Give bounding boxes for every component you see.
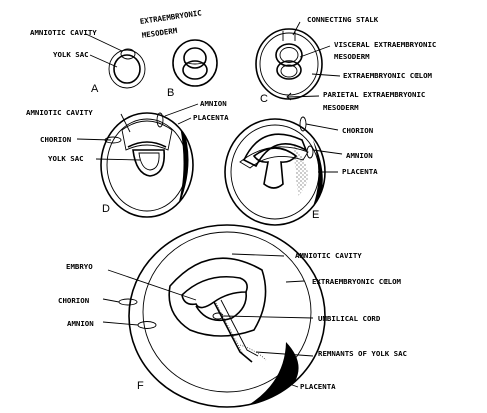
label-f-embryo: EMBRYO bbox=[66, 262, 93, 271]
label-c-parietal-mesoderm: MESODERM bbox=[323, 103, 359, 112]
label-d-amniotic-cavity: AMNIOTIC CAVITY bbox=[26, 108, 93, 117]
panel-c: CONNECTING STALK VISCERAL EXTRAEMBRYONIC… bbox=[255, 15, 436, 112]
label-b-extraembryonic: EXTRAEMBRYONIC bbox=[139, 8, 202, 26]
label-f-placenta: PLACENTA bbox=[300, 382, 336, 391]
label-f-remnants: REMNANTS OF YOLK SAC bbox=[318, 349, 407, 358]
label-c-visceral-mesoderm: MESODERM bbox=[334, 52, 370, 61]
label-f-amniotic-cavity: AMNIOTIC CAVITY bbox=[295, 251, 362, 260]
label-c-connecting-stalk: CONNECTING STALK bbox=[307, 15, 379, 24]
label-a-yolk-sac: YOLK SAC bbox=[53, 50, 89, 59]
label-f-amnion: AMNION bbox=[67, 319, 94, 328]
panel-label-d: D bbox=[102, 203, 110, 215]
label-d-yolk-sac: YOLK SAC bbox=[48, 154, 84, 163]
label-e-placenta: PLACENTA bbox=[342, 167, 378, 176]
panel-label-b: B bbox=[167, 87, 174, 99]
panel-e: CHORION AMNION PLACENTA E bbox=[224, 116, 378, 226]
label-c-visceral: VISCERAL EXTRAEMBRYONIC bbox=[334, 40, 436, 49]
panel-label-a: A bbox=[91, 83, 99, 95]
panel-a: AMNIOTIC CAVITY YOLK SAC A bbox=[30, 28, 146, 95]
label-a-amniotic-cavity: AMNIOTIC CAVITY bbox=[30, 28, 97, 37]
panel-f: AMNIOTIC CAVITY EMBRYO EXTRAEMBRYONIC CŒ… bbox=[58, 224, 407, 408]
panel-label-c: C bbox=[260, 93, 268, 105]
panel-label-e: E bbox=[312, 209, 319, 221]
label-d-placenta: PLACENTA bbox=[193, 113, 229, 122]
panel-b: EXTRAEMBRYONIC MESODERM B bbox=[139, 8, 218, 99]
label-c-coelom: EXTRAEMBRYONIC CŒLOM bbox=[343, 71, 433, 80]
label-d-chorion: CHORION bbox=[40, 135, 72, 144]
label-c-parietal: PARIETAL EXTRAEMBRYONIC bbox=[323, 90, 425, 99]
label-f-chorion: CHORION bbox=[58, 296, 90, 305]
label-b-mesoderm: MESODERM bbox=[141, 26, 178, 40]
panel-label-f: F bbox=[137, 380, 144, 392]
label-d-amnion: AMNION bbox=[200, 99, 227, 108]
label-e-amnion: AMNION bbox=[346, 151, 373, 160]
label-f-coelom: EXTRAEMBRYONIC CŒLOM bbox=[312, 277, 402, 286]
label-f-umbilical-cord: UMBILICAL CORD bbox=[318, 314, 381, 323]
panel-d: AMNIOTIC CAVITY AMNION PLACENTA CHORION … bbox=[26, 99, 229, 218]
label-e-chorion: CHORION bbox=[342, 126, 374, 135]
